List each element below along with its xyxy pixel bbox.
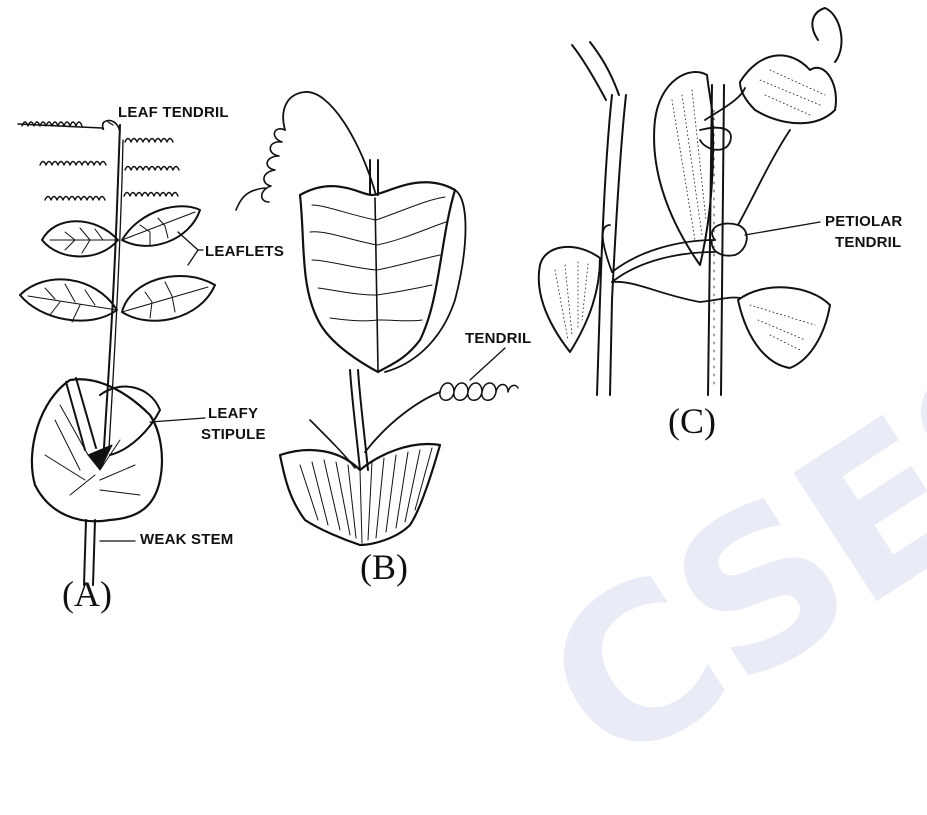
plant-c-illustration <box>539 8 842 395</box>
label-leaflets: LEAFLETS <box>205 243 284 260</box>
lower-tendril-b-coils <box>440 383 518 400</box>
label-tendril-c: TENDRIL <box>835 234 901 251</box>
lower-leaf-b-lobe <box>310 420 355 468</box>
tendril-coil-a1 <box>18 120 120 132</box>
label-weak-stem: WEAK STEM <box>140 531 233 548</box>
tendril-loops-a2 <box>125 139 173 143</box>
label-tendril-b: TENDRIL <box>465 330 531 347</box>
leaflet-a2 <box>122 206 200 246</box>
upper-leaf-b-midrib <box>375 198 378 370</box>
label-petiolar: PETIOLAR <box>825 213 902 230</box>
stipule-veins-a <box>45 405 140 495</box>
panel-label-c: (C) <box>668 402 716 440</box>
upper-tendril-b-coils <box>236 129 285 210</box>
branch-c <box>572 42 619 100</box>
label-leafy: LEAFY <box>208 405 258 422</box>
panel-label-a: (A) <box>62 575 112 613</box>
petiole-stub-a <box>66 378 96 450</box>
label-stipule: STIPULE <box>201 426 266 443</box>
upper-tendril-b <box>283 92 376 195</box>
label-leaf-tendril: LEAF TENDRIL <box>118 104 229 121</box>
leaflet-a3 <box>20 279 117 320</box>
leaf-c-lower <box>738 287 830 368</box>
tendril-loops-a4 <box>45 193 178 201</box>
rachis-a-2 <box>109 140 123 448</box>
panel-label-b: (B) <box>360 548 408 586</box>
leader-leaflets <box>178 232 203 265</box>
leader-leafy-stipule <box>150 418 205 422</box>
leader-tendril-b <box>470 348 505 380</box>
leaf-c-upper-stipple <box>760 70 825 115</box>
leader-leaf-tendril <box>108 122 113 125</box>
leaf-c-left <box>539 247 600 352</box>
leaflet-a1 <box>42 221 118 256</box>
upper-leaf-b-veins <box>310 197 446 321</box>
tendril-loops-a3 <box>40 162 179 171</box>
plant-b-illustration <box>236 92 518 545</box>
plant-a-illustration <box>18 120 215 585</box>
leader-petiolar <box>745 222 820 235</box>
leaf-c-lower-stipple <box>750 305 815 350</box>
leafy-stipule-a <box>32 379 162 521</box>
leaf-c-tall-stipple <box>672 90 706 240</box>
leaflet-a2-veins <box>122 212 195 245</box>
leaf-c-tall <box>654 72 713 265</box>
upper-leaf-b-back <box>385 190 466 372</box>
left-stem-c <box>597 95 626 395</box>
petiole-c1 <box>612 240 715 282</box>
lower-leaf-b <box>280 444 440 545</box>
leaflet-a4-veins <box>122 282 208 318</box>
leaf-c-top <box>812 8 841 62</box>
stem-b <box>350 160 378 470</box>
leaf-c-upper <box>740 55 836 123</box>
